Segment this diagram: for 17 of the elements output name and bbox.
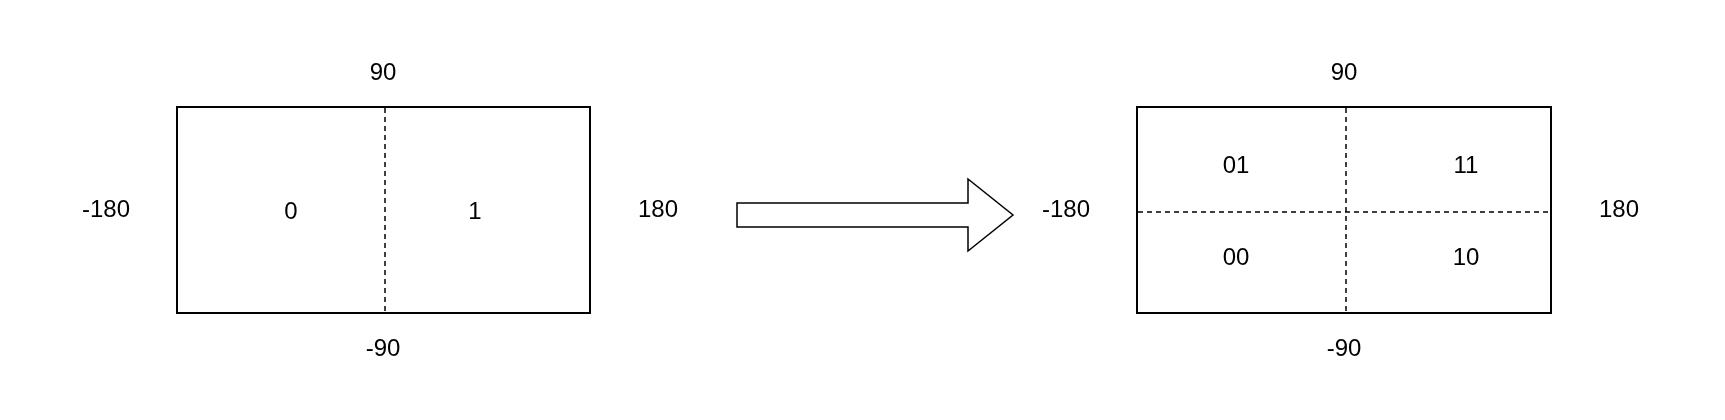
grid-rectangle (176, 106, 591, 314)
grid-rectangle (1136, 106, 1552, 314)
cell-code-label: 11 (1453, 153, 1479, 177)
coordinate-label: -90 (1326, 336, 1362, 360)
coordinate-label: -180 (1042, 197, 1090, 221)
coordinate-label: 90 (1330, 60, 1358, 84)
coordinate-label: -90 (365, 336, 401, 360)
cell-code-label: 00 (1222, 245, 1250, 269)
coordinate-label: 180 (638, 197, 678, 221)
coordinate-label: -180 (82, 197, 130, 221)
cell-code-label: 01 (1222, 153, 1250, 177)
coordinate-label: 180 (1599, 197, 1639, 221)
coordinate-label: 90 (369, 60, 397, 84)
cell-code-label: 10 (1452, 245, 1480, 269)
cell-code-label: 1 (468, 199, 482, 223)
cell-code-label: 0 (284, 199, 298, 223)
block-arrow (736, 177, 1015, 253)
